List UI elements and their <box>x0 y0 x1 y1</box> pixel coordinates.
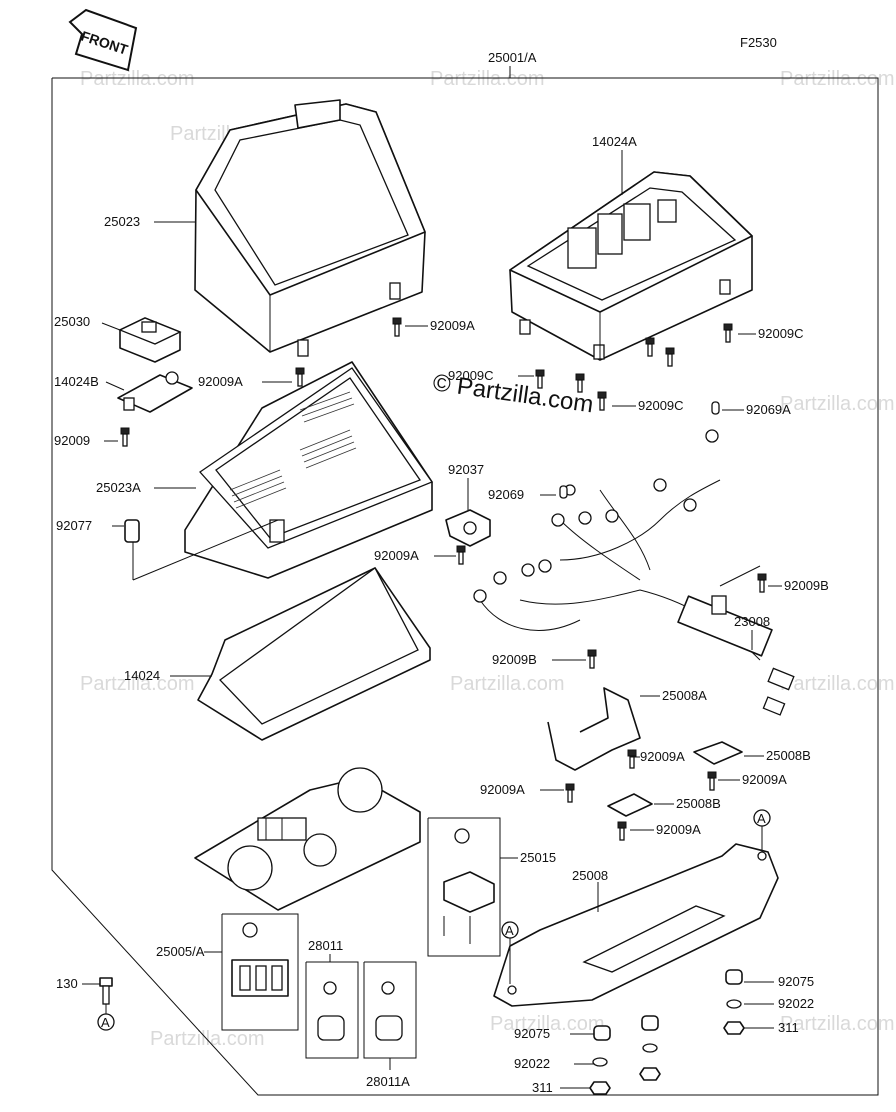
part-label-14024B: 14024B <box>54 374 99 389</box>
washer-92022-bottom <box>592 1043 658 1067</box>
group-28011 <box>305 961 359 1059</box>
svg-text:A: A <box>757 811 766 826</box>
part-label-92009A: 92009A <box>640 749 685 764</box>
part-label-92009B: 92009B <box>492 652 537 667</box>
part-label-25008: 25008 <box>572 868 608 883</box>
reference-marker-a: A A A <box>97 809 771 1031</box>
part-label-92009A: 92009A <box>480 782 525 797</box>
screws <box>120 317 767 841</box>
bracket-25008A <box>547 687 641 771</box>
part-label-92022: 92022 <box>514 1056 550 1071</box>
svg-text:A: A <box>505 923 514 938</box>
cover-25023A <box>184 361 434 579</box>
group-25005A <box>221 913 299 1031</box>
watermark: Partzilla.com <box>430 68 544 90</box>
nut-311-right <box>723 1021 745 1035</box>
bracket-14024B <box>117 371 193 413</box>
part-label-92069: 92069 <box>488 487 524 502</box>
figure-code: F2530 <box>740 35 777 50</box>
relay-25030 <box>118 317 182 363</box>
plate-25008B-1 <box>693 741 743 765</box>
part-label-130: 130 <box>56 976 78 991</box>
grommet-92075-bottom <box>593 1015 659 1041</box>
watermark: Partzilla.com <box>780 68 894 90</box>
part-label-92009A: 92009A <box>430 318 475 333</box>
part-label-92022: 92022 <box>778 996 814 1011</box>
part-label-25030: 25030 <box>54 314 90 329</box>
part-label-14024: 14024 <box>124 668 160 683</box>
part-label-92075: 92075 <box>514 1026 550 1041</box>
front-arrow-icon: FRONT <box>68 8 138 72</box>
svg-text:A: A <box>101 1015 110 1030</box>
part-label-25005A: 25005/A <box>156 944 205 959</box>
watermark: Partzilla.com <box>780 393 894 415</box>
part-label-92009A: 92009A <box>374 548 419 563</box>
grommet-92075-right <box>725 969 743 985</box>
watermark: Partzilla.com <box>80 673 194 695</box>
part-label-14024A: 14024A <box>592 134 637 149</box>
part-label-25008B: 25008B <box>676 796 721 811</box>
watermark: Partzilla.com <box>450 673 564 695</box>
part-label-92037: 92037 <box>448 462 484 477</box>
part-label-92075: 92075 <box>778 974 814 989</box>
group-28011A <box>363 961 417 1059</box>
assembly-outline <box>51 77 879 1096</box>
group-25015 <box>427 817 501 957</box>
bolt-130 <box>99 977 113 1005</box>
part-label-25023A: 25023A <box>96 480 141 495</box>
part-label-92009A: 92009A <box>742 772 787 787</box>
assembly-label: 25001/A <box>488 50 537 65</box>
part-label-92009C: 92009C <box>638 398 684 413</box>
part-label-92009: 92009 <box>54 433 90 448</box>
watermark: Partzilla.com <box>80 68 194 90</box>
meter-plate <box>194 767 421 911</box>
part-label-311: 311 <box>778 1020 799 1035</box>
wire-harness-23008 <box>473 429 795 716</box>
part-label-92077: 92077 <box>56 518 92 533</box>
watermark: Partzilla.com <box>780 673 894 695</box>
part-label-92009A: 92009A <box>656 822 701 837</box>
leader-lines <box>82 150 782 1089</box>
part-label-92009C: 92009C <box>448 368 494 383</box>
housing-25023 <box>194 99 426 357</box>
grommet-92077 <box>124 519 279 581</box>
watermark: Partzilla.com <box>490 1013 604 1035</box>
part-label-25023: 25023 <box>104 214 140 229</box>
watermark: Partzilla.com <box>780 1013 894 1035</box>
part-label-25015: 25015 <box>520 850 556 865</box>
part-label-28011A: 28011A <box>366 1074 410 1089</box>
part-label-311: 311 <box>532 1080 553 1095</box>
part-label-28011: 28011 <box>308 938 343 953</box>
plate-25008B-2 <box>607 793 653 817</box>
part-label-23008: 23008 <box>734 614 770 629</box>
base-plate-25008 <box>493 843 779 1007</box>
part-label-92009A: 92009A <box>198 374 243 389</box>
part-label-25008A: 25008A <box>662 688 707 703</box>
part-label-25008B: 25008B <box>766 748 811 763</box>
washer-92022-right <box>726 999 742 1009</box>
part-label-92009B: 92009B <box>784 578 829 593</box>
nut-311-bottom <box>589 1067 661 1095</box>
case-14024A <box>509 171 753 361</box>
lens-14024 <box>197 567 431 741</box>
clamp-92037 <box>445 509 491 547</box>
part-labels: 25023 14024A 25030 92009A 92009C 14024B … <box>54 134 829 1095</box>
part-label-92009C: 92009C <box>758 326 804 341</box>
part-label-92069A: 92069A <box>746 402 791 417</box>
